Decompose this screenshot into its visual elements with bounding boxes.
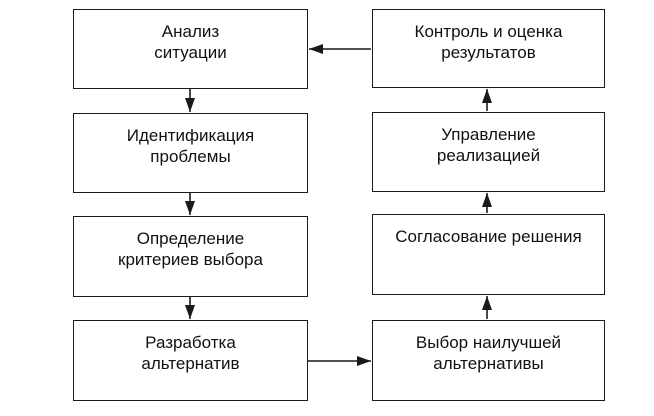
box-criteria: Определение критериев выбора xyxy=(73,216,308,297)
box-management: Управление реализацией xyxy=(372,112,605,192)
box-alternatives: Разработка альтернатив xyxy=(73,320,308,401)
box-best-choice: Выбор наилучшей альтернативы xyxy=(372,320,605,401)
box-control: Контроль и оценка результатов xyxy=(372,9,605,88)
box-approval: Согласование решения xyxy=(372,214,605,295)
box-best-choice-label: Выбор наилучшей альтернативы xyxy=(415,333,562,373)
box-analysis-label: Анализ ситуации xyxy=(154,22,227,62)
box-management-label: Управление реализацией xyxy=(436,125,541,165)
box-identification-label: Идентификация проблемы xyxy=(126,126,255,166)
box-criteria-label: Определение критериев выбора xyxy=(118,229,263,269)
box-analysis: Анализ ситуации xyxy=(73,9,308,89)
box-control-label: Контроль и оценка результатов xyxy=(414,22,563,62)
box-identification: Идентификация проблемы xyxy=(73,113,308,193)
box-approval-label: Согласование решения xyxy=(395,227,582,246)
box-alternatives-label: Разработка альтернатив xyxy=(141,333,240,373)
